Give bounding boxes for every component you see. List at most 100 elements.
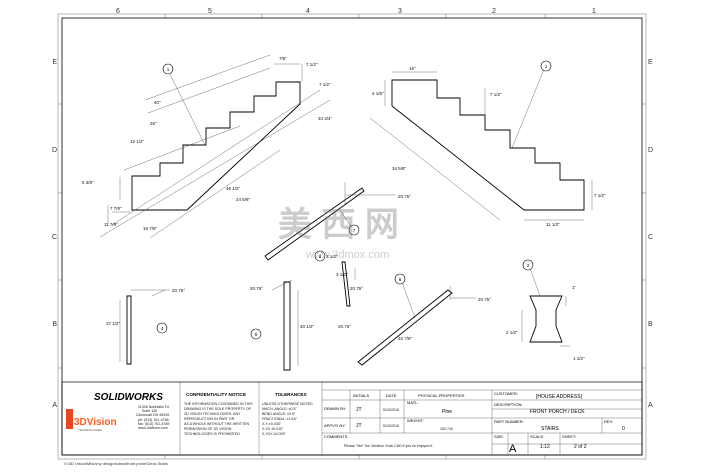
balloon-8: 8 xyxy=(314,250,326,262)
approved-by-label: APPV'D BY: xyxy=(324,423,346,428)
view-bracket: 1" 2 1/2" 1 1/2" xyxy=(506,267,585,361)
approved-initials: JT xyxy=(356,423,362,429)
view-post-center: 20.75° 40 1/2" xyxy=(250,279,315,371)
dim-a-6: 6 3/8" xyxy=(82,180,94,185)
dim-e-dim: 40 1/2" xyxy=(300,324,315,329)
comments-label: COMMENTS: xyxy=(324,434,348,439)
post-center-part xyxy=(283,281,291,371)
dim-d-dim: 27 1/2" xyxy=(106,321,121,326)
drawn-by-label: DRAWN BY: xyxy=(324,406,346,411)
title-block xyxy=(61,381,643,456)
svg-text:5: 5 xyxy=(255,332,258,337)
svg-text:BEND ANGLE: ±0.5°: BEND ANGLE: ±0.5° xyxy=(262,412,296,416)
zone-top-1: 1 xyxy=(592,8,596,15)
weight-value: 160.740 xyxy=(440,427,453,431)
initials-header: INITIALS xyxy=(353,393,370,398)
balloon-6: 6 xyxy=(394,273,406,285)
solidworks-logo: SOLIDWORKS xyxy=(94,392,163,403)
size-value: A xyxy=(509,443,517,455)
svg-text:8: 8 xyxy=(319,254,322,259)
balloon-7: 7 xyxy=(348,224,360,236)
outer-border xyxy=(57,13,647,460)
balloon-5: 5 xyxy=(250,328,262,340)
short-post-part xyxy=(341,261,351,307)
3dvision-logo: 3DVision xyxy=(74,417,117,428)
dim-b-11: 11 1/2" xyxy=(546,222,560,227)
zone-left-c: C xyxy=(52,234,57,241)
view-right-stringer: 16" 4 1/8" 7 1/2" 34 5/8" 7 1/2" 11 1/2" xyxy=(369,66,606,227)
dim-b-4: 4 1/8" xyxy=(372,91,384,96)
dim-c-angle: 20.75° xyxy=(398,194,411,199)
zone-top-3: 3 xyxy=(398,8,402,15)
svg-text:FRACTIONAL: ±1/16": FRACTIONAL: ±1/16" xyxy=(262,417,298,421)
dim-h-2: 2 1/2" xyxy=(506,330,518,335)
svg-text:TECHNOLOGIES IS PROHIBITED.: TECHNOLOGIES IS PROHIBITED. xyxy=(184,432,241,436)
svg-text:1: 1 xyxy=(545,64,548,69)
stringer-left-part xyxy=(131,81,301,211)
zone-left-e: E xyxy=(52,59,57,66)
address-line-3: Cincinnati OH 45249 xyxy=(136,413,169,417)
file-path-footer: X:\3D Vision\Misc\my designs\deck\front … xyxy=(64,461,168,466)
material-label: MATL: xyxy=(407,400,418,405)
svg-text:4: 4 xyxy=(161,326,164,331)
bracket-part xyxy=(529,295,563,343)
svg-text:X.X ±0.030": X.X ±0.030" xyxy=(262,422,282,426)
zone-right-e: E xyxy=(648,59,653,66)
dim-a-7: 7 7/8" xyxy=(110,206,122,211)
drawn-by-initials: JT xyxy=(356,407,362,413)
svg-text:6: 6 xyxy=(399,277,402,282)
address-line-2: Suite 100 xyxy=(142,409,157,413)
dim-a-26: 26" xyxy=(150,121,157,126)
dim-a-top2: 7 1/2" xyxy=(306,62,318,67)
approved-date: 5/10/2016 xyxy=(383,424,399,428)
stringer-right-part xyxy=(391,79,585,211)
svg-text:7: 7 xyxy=(353,228,356,233)
view-left-stringer: 7/8" 7 1/2" 7 1/2" 40" 26" 12 1/2" 34 3/… xyxy=(82,54,333,239)
dim-c-d: 3 1/2" xyxy=(326,254,338,259)
diagonal-board-part xyxy=(264,187,365,261)
size-label: SIZE: xyxy=(494,434,504,439)
address-line-5: fax: (513) 761-4789 xyxy=(138,422,169,426)
date-header: DATE xyxy=(386,393,397,398)
dim-g-dim: 32 7/8" xyxy=(398,336,413,341)
dim-g-angle: 20.75° xyxy=(478,297,491,302)
zone-top-5: 5 xyxy=(208,8,212,15)
rev-label: REV: xyxy=(604,419,613,424)
dim-a-24: 24 5/8" xyxy=(236,197,251,202)
weight-label: WEIGHT: xyxy=(407,418,424,423)
drawn-date: 5/10/2016 xyxy=(383,408,399,412)
view-post-left: 20.75° 27 1/2" xyxy=(106,288,185,365)
svg-text:UNLESS OTHERWISE NOTED: UNLESS OTHERWISE NOTED xyxy=(262,402,313,406)
dim-a-12: 12 1/2" xyxy=(130,139,145,144)
view-diagonal-board: 20.75° 3 1/2" xyxy=(264,182,411,261)
dim-a-34: 34 3/4" xyxy=(318,116,333,121)
leader-1b xyxy=(511,66,546,149)
dim-b-16: 16" xyxy=(409,66,416,71)
svg-text:AS A WHOLE WITHOUT THE WRITTEN: AS A WHOLE WITHOUT THE WRITTEN xyxy=(184,422,250,426)
zone-right-c: C xyxy=(648,234,653,241)
watermark-url: www.3dmox.com xyxy=(305,249,389,261)
3dvision-logo-mark xyxy=(66,409,73,429)
sheet-value: 2 of 2 xyxy=(574,444,587,450)
customer-label: CUSTOMER: xyxy=(494,391,518,396)
company-address: 11306 Northlake Dr Suite 100 Cincinnati … xyxy=(136,405,170,430)
zone-right-d: D xyxy=(648,147,653,154)
dim-a-46: 46 1/2" xyxy=(226,186,241,191)
leader-7 xyxy=(339,209,353,229)
post-left-part xyxy=(126,295,132,365)
address-line-4: ph: (513) 761-4788 xyxy=(138,418,169,422)
physical-properties-header: PHYSICAL PROPERTIES xyxy=(418,393,465,398)
svg-text:PERMISSION OF 3D VISION: PERMISSION OF 3D VISION xyxy=(184,427,232,431)
description-value: FRONT PORCH / DECK xyxy=(530,409,585,415)
svg-text:1: 1 xyxy=(167,67,170,72)
svg-text:THE INFORMATION CONTAINED IN T: THE INFORMATION CONTAINED IN THIS xyxy=(184,402,253,406)
dim-b-34: 34 5/8" xyxy=(392,166,407,171)
dim-d-angle: 20.75° xyxy=(172,288,185,293)
confidentiality-heading: CONFIDENTIALITY NOTICE xyxy=(186,392,246,397)
3dvision-subtitle: TECHNOLOGIES xyxy=(78,428,102,432)
dim-b-r: 7 1/2" xyxy=(594,193,606,198)
dim-a-r1: 7 1/2" xyxy=(319,82,331,87)
leader-1a xyxy=(167,69,206,146)
watermark-cn: 美 西 网 xyxy=(278,206,399,244)
